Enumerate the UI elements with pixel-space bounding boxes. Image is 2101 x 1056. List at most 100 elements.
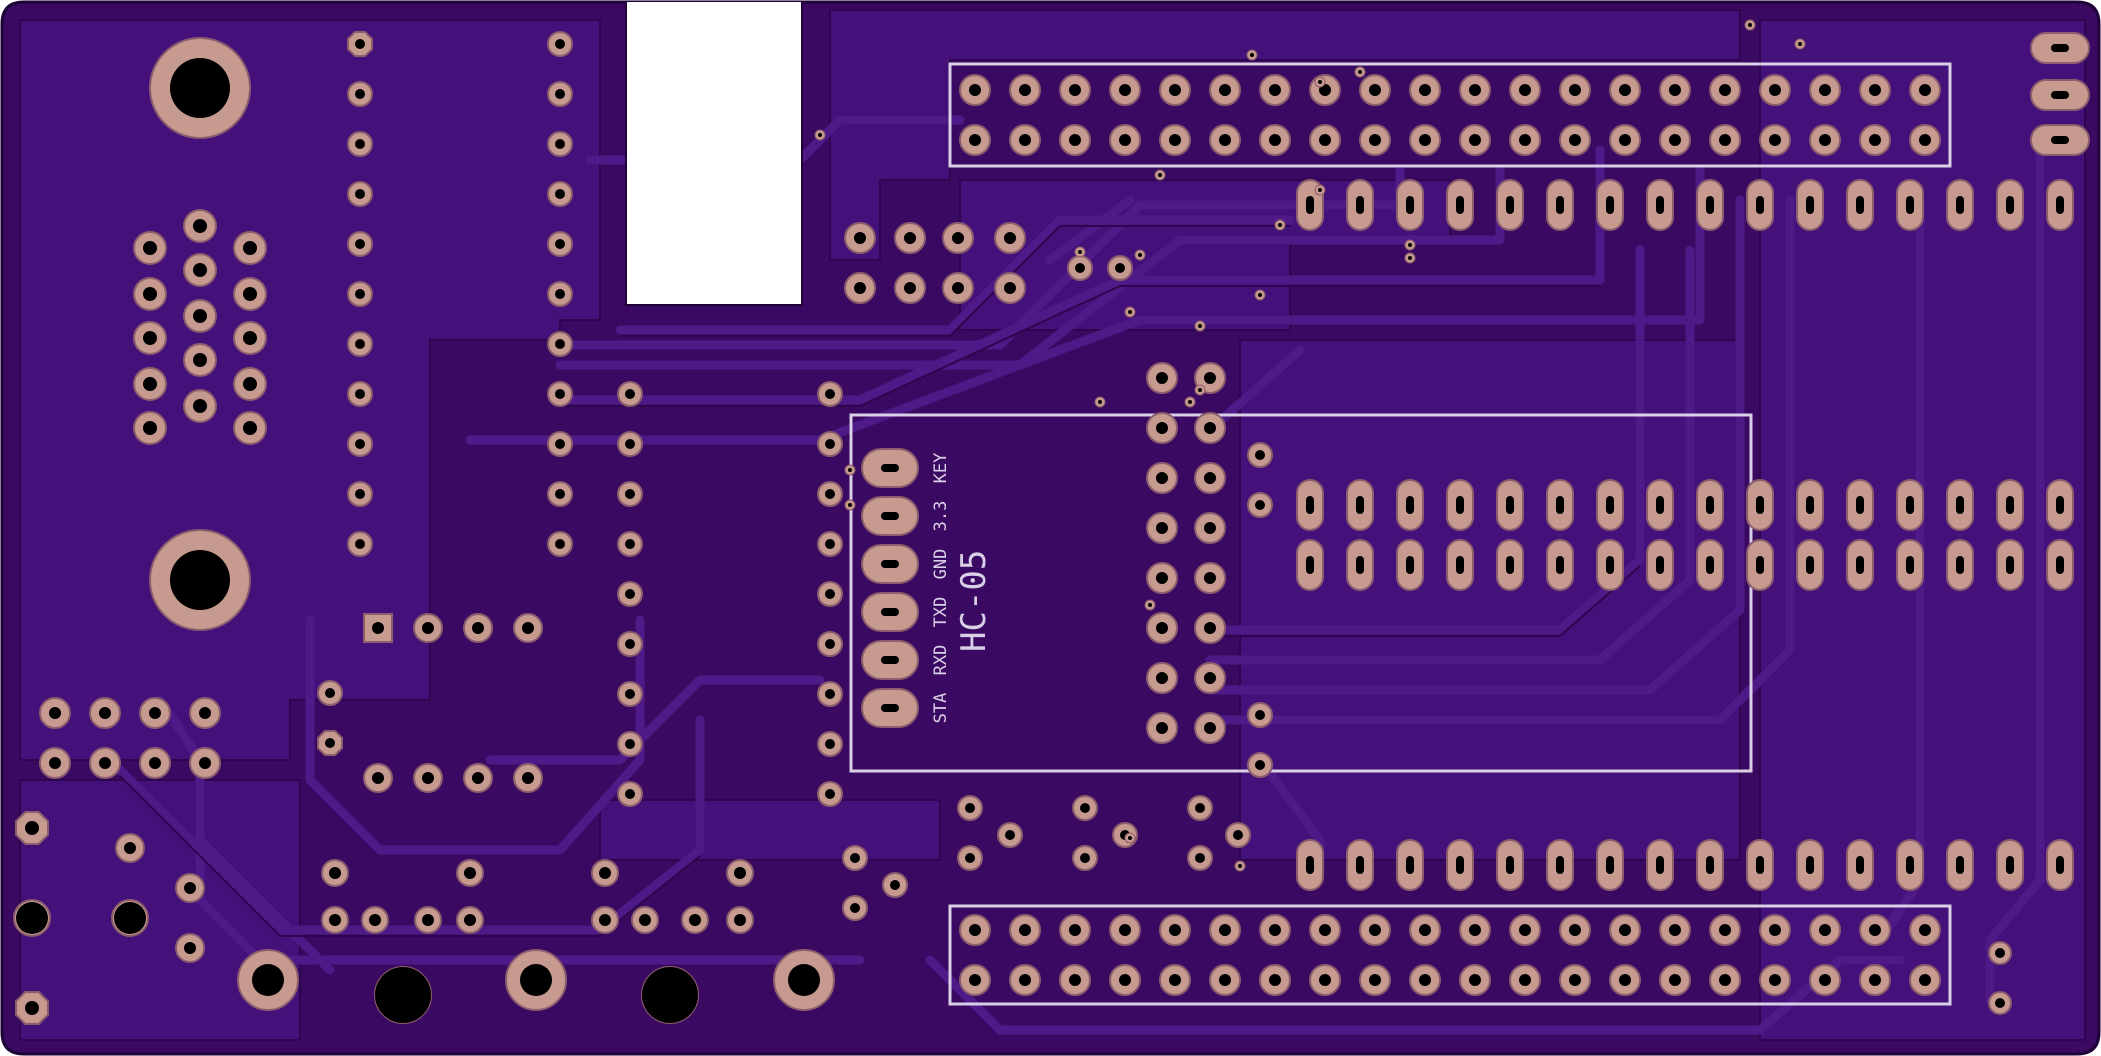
via [814, 129, 826, 141]
oval-pad [1796, 479, 1824, 531]
pad [842, 845, 868, 871]
header-pin [1194, 412, 1226, 444]
oval-pad [1746, 179, 1774, 231]
via [1314, 76, 1326, 88]
header-pin [1559, 964, 1591, 996]
header-pin [1259, 74, 1291, 106]
pad [1247, 752, 1273, 778]
ic-pin [547, 231, 573, 257]
header-pin [1059, 914, 1091, 946]
oval-pad [1846, 179, 1874, 231]
pad [591, 859, 619, 887]
header-pin [1459, 964, 1491, 996]
pad [15, 991, 49, 1025]
oval-pad [1896, 479, 1924, 531]
oval-pad [1796, 539, 1824, 591]
oval-pad [1746, 839, 1774, 891]
db-connector-pin [183, 343, 217, 377]
db-connector-pin [133, 277, 167, 311]
via [1094, 396, 1106, 408]
oval-pad [1346, 839, 1374, 891]
ic-pin [617, 431, 643, 457]
via [844, 499, 856, 511]
ic-pin [617, 581, 643, 607]
header-pin [1759, 964, 1791, 996]
pad [1247, 702, 1273, 728]
ic-pin [347, 531, 373, 557]
header-pin [189, 747, 221, 779]
oval-pad [1296, 839, 1324, 891]
oval-pad [1896, 179, 1924, 231]
oval-pad [1946, 539, 1974, 591]
db-connector-pin [233, 321, 267, 355]
header-pin [1559, 914, 1591, 946]
oval-pad [1496, 179, 1524, 231]
header-pin [1709, 74, 1741, 106]
oval-pad [1946, 839, 1974, 891]
header-pin [1659, 74, 1691, 106]
header-pin [1509, 74, 1541, 106]
header-pin [1709, 964, 1741, 996]
header-pin [89, 747, 121, 779]
header-pin [363, 613, 393, 643]
header-pin [1759, 914, 1791, 946]
ic-pin [547, 181, 573, 207]
oval-pad [1796, 179, 1824, 231]
header-pin [1509, 914, 1541, 946]
header-pin [1259, 964, 1291, 996]
ic-pin [547, 281, 573, 307]
oval-pad [1546, 479, 1574, 531]
oval-pad [1346, 479, 1374, 531]
hc05-pin-pad [861, 544, 919, 584]
oval-pad [1396, 539, 1424, 591]
oval-pad [1996, 479, 2024, 531]
hc05-pin-pad [861, 592, 919, 632]
header-pin [1559, 124, 1591, 156]
header-pin [942, 272, 974, 304]
resistor-pad [317, 730, 343, 756]
header-pin [1659, 914, 1691, 946]
large-hole [111, 899, 149, 937]
via [1144, 599, 1156, 611]
ic-pin [347, 81, 373, 107]
ic-pin [817, 581, 843, 607]
hc05-pin-pad [861, 640, 919, 680]
oval-pad [1496, 839, 1524, 891]
header-pin [1859, 964, 1891, 996]
pad [842, 895, 868, 921]
oval-pad [1446, 479, 1474, 531]
header-pin [1359, 964, 1391, 996]
db-connector-pin [233, 367, 267, 401]
header-pin [1209, 124, 1241, 156]
oval-pad [1796, 839, 1824, 891]
header-pin [1509, 124, 1541, 156]
header-pin [1909, 124, 1941, 156]
vias-layer [814, 19, 1806, 872]
header-pin [1809, 964, 1841, 996]
oval-pad [1596, 179, 1624, 231]
ic-pin [547, 381, 573, 407]
header-pin [959, 964, 991, 996]
ic-pin [817, 481, 843, 507]
mounting-hole-bottom [149, 529, 251, 631]
hc05-pin-label: RXD [931, 645, 951, 676]
ic-pin [617, 781, 643, 807]
header-pin [1409, 74, 1441, 106]
header-pin [1859, 74, 1891, 106]
ic-pin [347, 231, 373, 257]
db-connector-pin [183, 389, 217, 423]
board-cutout [625, 2, 803, 306]
via [1314, 184, 1326, 196]
header-pin [1146, 612, 1178, 644]
ic-pin [617, 481, 643, 507]
oval-pad [1596, 479, 1624, 531]
db-connector-pin [183, 253, 217, 287]
header-pin [139, 747, 171, 779]
header-pin [1359, 914, 1391, 946]
header-pin [1009, 74, 1041, 106]
ic-pin [347, 431, 373, 457]
ic-pin [547, 81, 573, 107]
oval-pad [1346, 179, 1374, 231]
